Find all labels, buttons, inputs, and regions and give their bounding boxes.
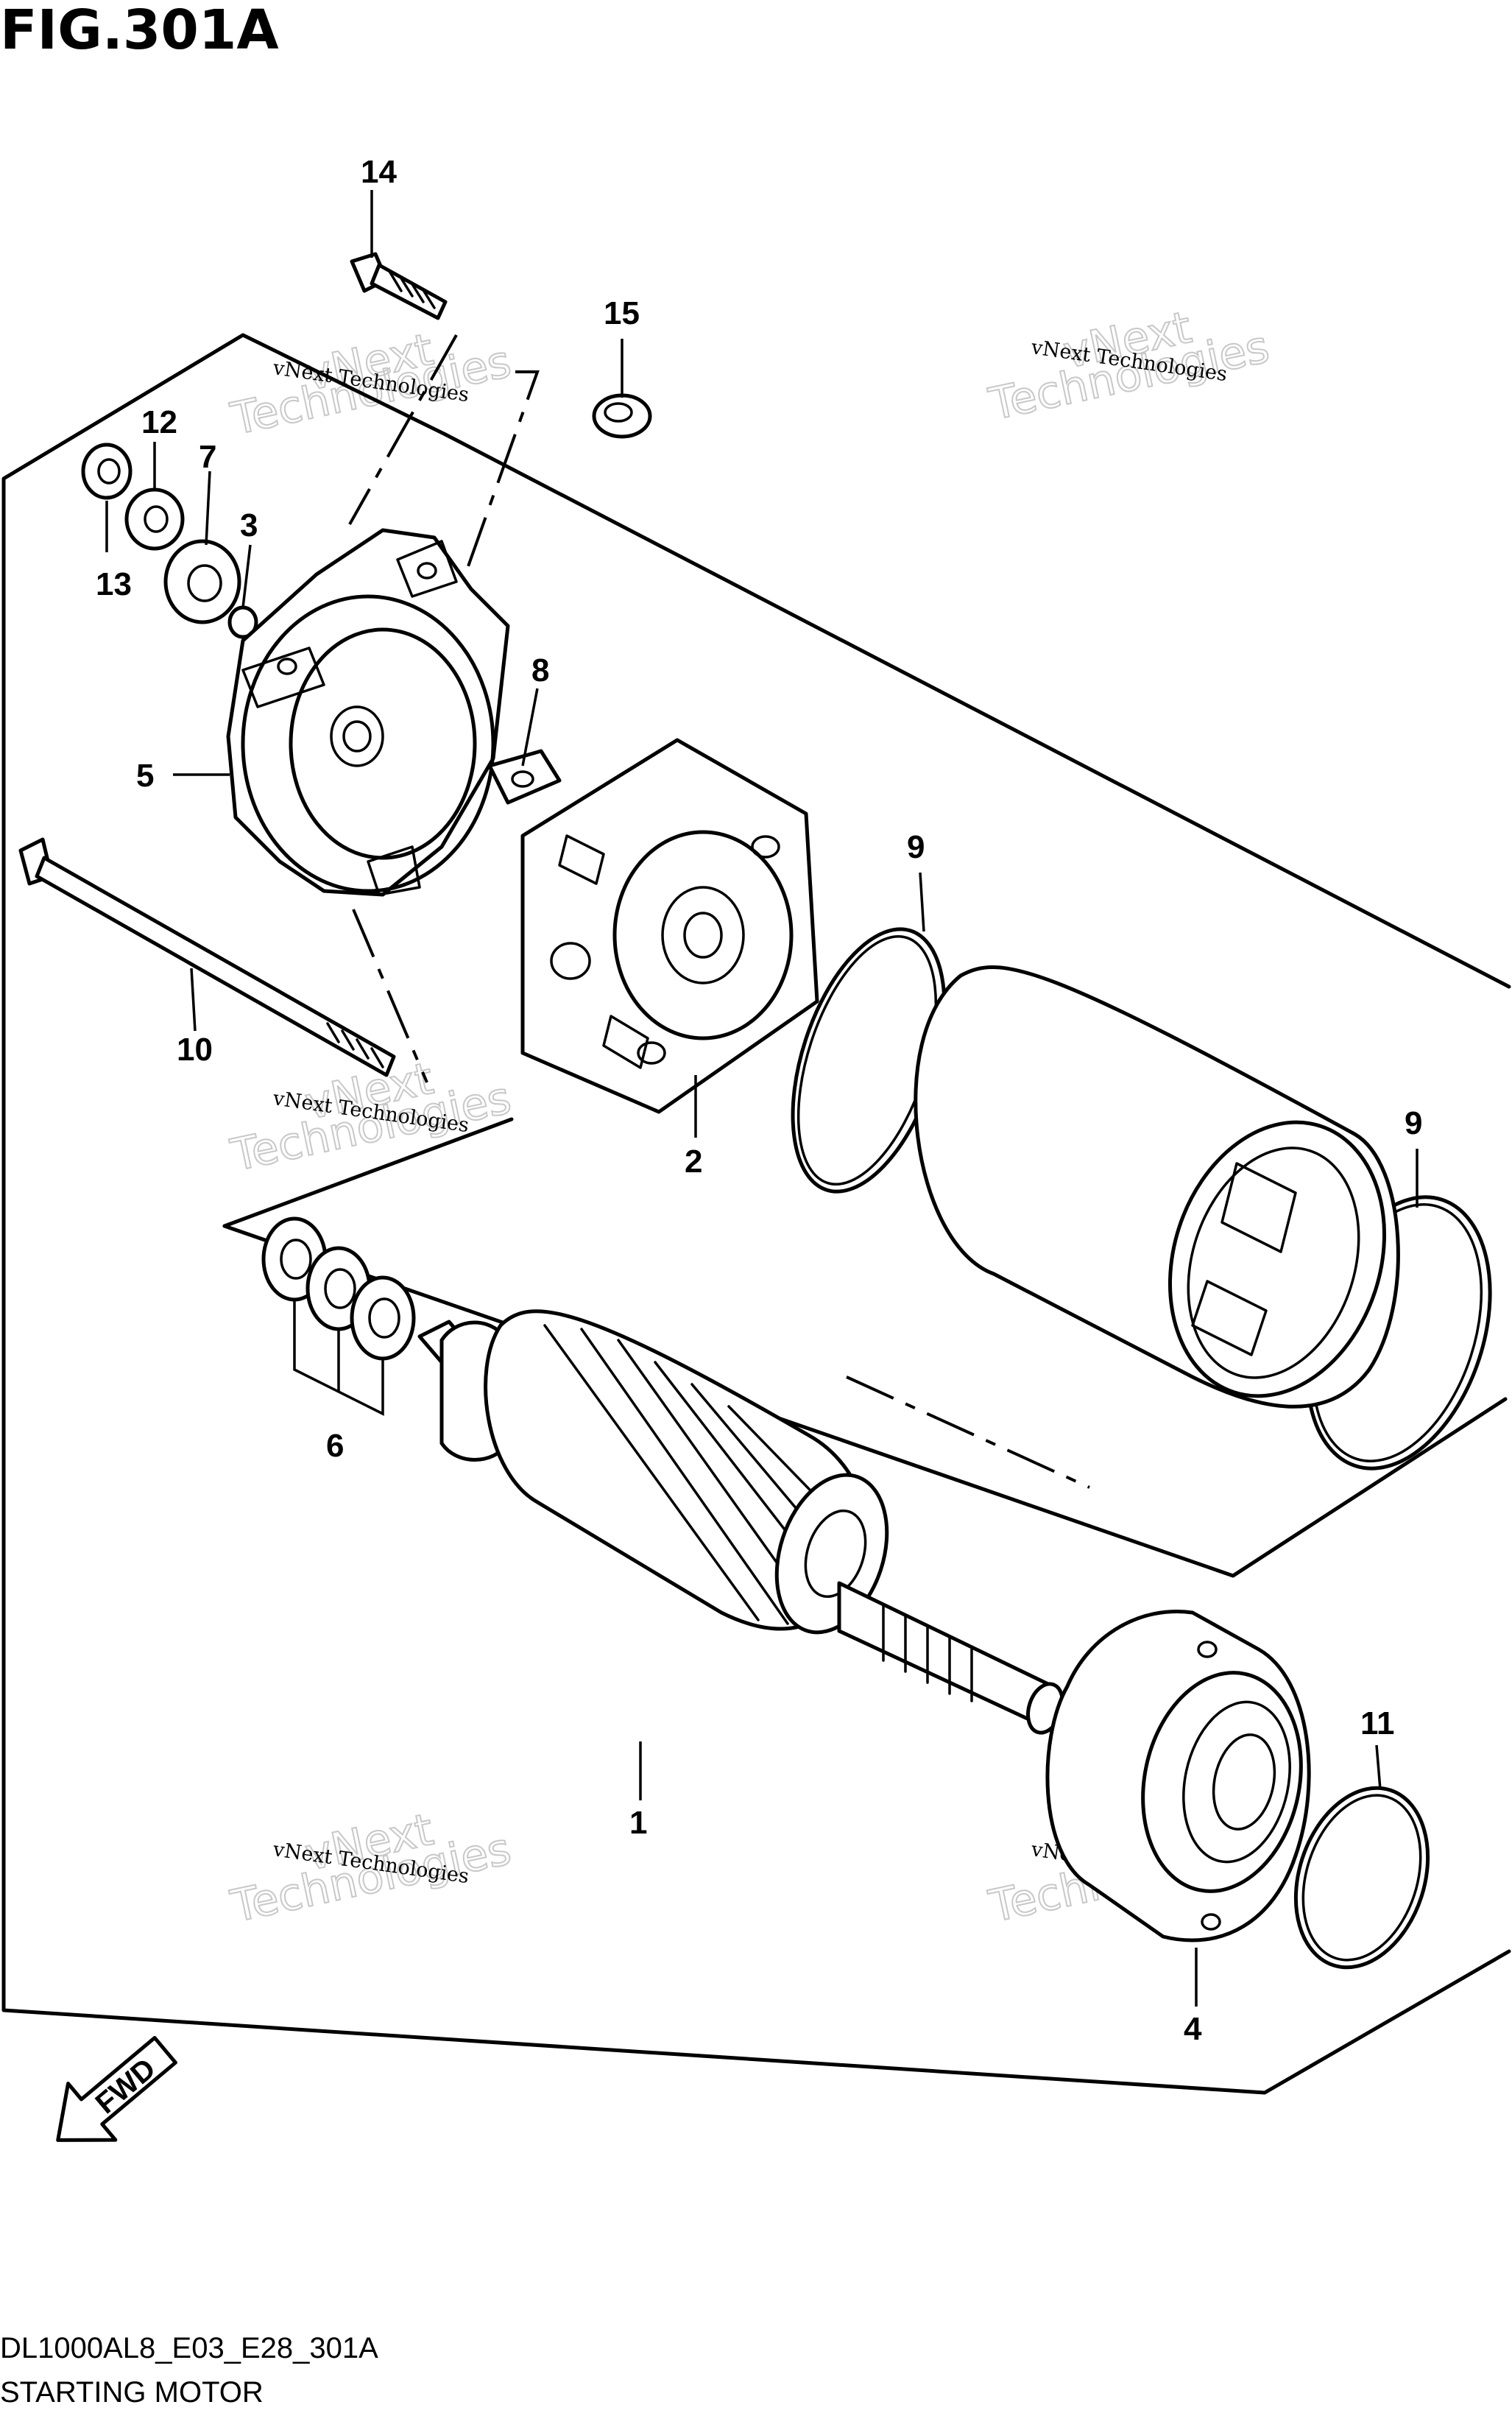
callout-1: 1 <box>629 1805 647 1841</box>
bolt-14 <box>350 252 448 320</box>
align-line-axis <box>846 1375 1090 1489</box>
align-line-nut <box>459 370 540 590</box>
seal-7 <box>163 539 241 624</box>
o-ring-11 <box>1293 1786 1430 1970</box>
front-housing-4 <box>1045 1610 1311 1942</box>
callout-8: 8 <box>531 652 549 688</box>
watermark-top-left: vNext Technologies vNext Technologies <box>226 323 517 446</box>
watermark-mid-left: vNext Technologies vNext Technologies <box>226 1052 517 1183</box>
callout-9a: 9 <box>907 829 925 865</box>
nut-15 <box>592 393 652 439</box>
yoke-housing <box>914 965 1400 1409</box>
armature <box>417 1309 1066 1735</box>
fwd-arrow: FWD <box>56 2035 177 2142</box>
assembly-outline <box>1 333 1511 2095</box>
callout-13: 13 <box>96 566 132 602</box>
rear-housing-5 <box>226 528 510 897</box>
figure-subtitle: STARTING MOTOR <box>0 2376 264 2409</box>
callout-7: 7 <box>199 439 216 475</box>
callout-15: 15 <box>604 295 640 331</box>
align-line-bolt <box>348 334 458 525</box>
leader-lines <box>105 190 1419 2007</box>
callout-12: 12 <box>141 404 177 440</box>
watermark-bottom-left: vNext Technologies vNext Technologies <box>226 1803 517 1934</box>
watermark-top-right: vNext Technologies vNext Technologies <box>984 301 1275 431</box>
armature-sub-outline <box>222 1117 514 1228</box>
callout-4: 4 <box>1184 2011 1202 2047</box>
nut-13 <box>81 443 133 500</box>
callout-3: 3 <box>240 507 258 543</box>
assembly-outline-edge <box>443 432 1511 989</box>
figure-code: DL1000AL8_E03_E28_301A <box>0 2332 378 2364</box>
through-bolt-10 <box>18 837 396 1077</box>
callout-9b: 9 <box>1405 1105 1422 1141</box>
callout-6: 6 <box>326 1428 344 1464</box>
callout-14: 14 <box>361 154 397 190</box>
callout-5: 5 <box>136 758 154 794</box>
callout-11: 11 <box>1360 1705 1395 1741</box>
brush-holder-2 <box>520 738 819 1114</box>
align-line-throughbolt <box>352 909 428 1083</box>
washer-12 <box>124 487 185 551</box>
callout-2: 2 <box>685 1144 702 1180</box>
callout-10: 10 <box>177 1032 213 1068</box>
figure-title: FIG.301A <box>0 0 279 62</box>
